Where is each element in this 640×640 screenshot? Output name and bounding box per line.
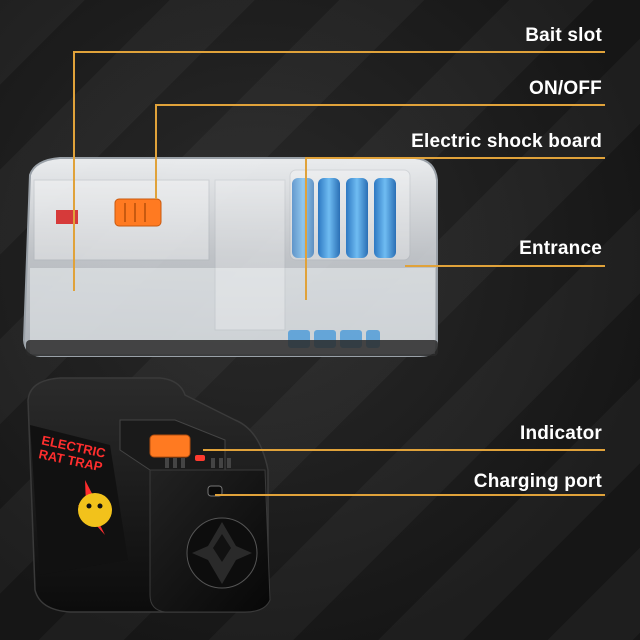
charging-port-leader-h xyxy=(215,494,605,496)
black-trap-image xyxy=(27,377,271,613)
bait-slot-leader-h xyxy=(73,51,605,53)
transparent-trap-image xyxy=(22,157,438,357)
entrance-leader-h xyxy=(405,265,605,267)
on-off-label: ON/OFF xyxy=(529,78,602,99)
shock-board-leader-h xyxy=(305,157,605,159)
charging-port-label: Charging port xyxy=(473,471,602,492)
bait-slot-label: Bait slot xyxy=(525,25,602,46)
indicator-label: Indicator xyxy=(519,423,602,444)
on-off-leader-v xyxy=(155,104,157,199)
bait-slot-leader-v xyxy=(73,51,75,291)
indicator-leader-h xyxy=(203,449,605,451)
entrance-label: Entrance xyxy=(519,238,602,259)
shock-board-label: Electric shock board xyxy=(411,131,602,152)
shock-board-leader-v xyxy=(305,157,307,300)
on-off-leader-h xyxy=(155,104,605,106)
